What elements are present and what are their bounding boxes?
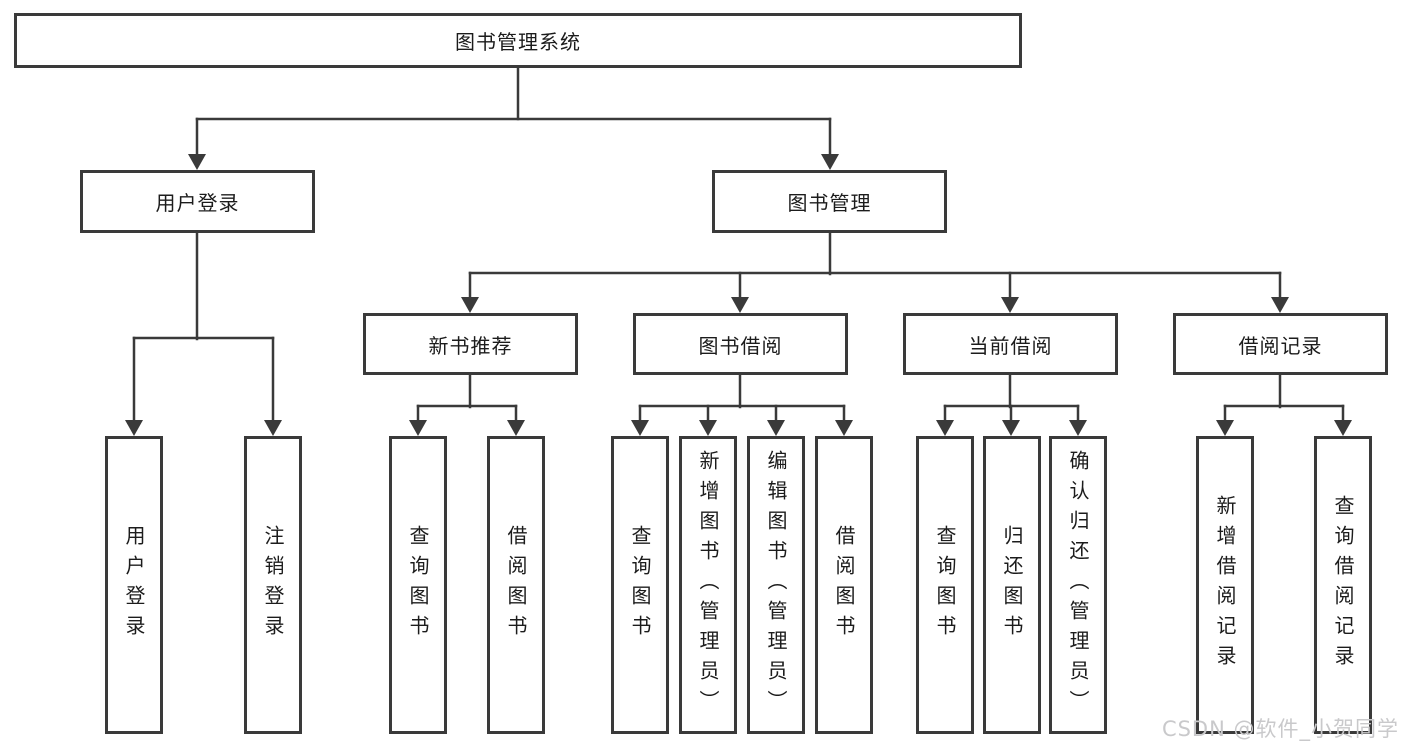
leaf-records-add-record: 新增借阅记录 (1196, 436, 1254, 734)
leaf-borrow-borrow-book: 借阅图书 (815, 436, 873, 734)
leaf-recommend-query-book: 查询图书 (389, 436, 447, 734)
leaf-recommend-borrow-book: 借阅图书 (487, 436, 545, 734)
connector-arrowheads (125, 154, 1352, 436)
leaf-current-return-book: 归还图书 (983, 436, 1041, 734)
leaf-logout: 注销登录 (244, 436, 302, 734)
node-book-borrow: 图书借阅 (633, 313, 848, 375)
node-current-borrow: 当前借阅 (903, 313, 1118, 375)
leaf-current-confirm-return-admin: 确认归还（管理员） (1049, 436, 1107, 734)
node-user-login-module: 用户登录 (80, 170, 315, 233)
csdn-watermark: CSDN @软件_小贺同学 (1161, 717, 1399, 741)
node-book-management-module: 图书管理 (712, 170, 947, 233)
leaf-borrow-edit-book-admin: 编辑图书（管理员） (747, 436, 805, 734)
leaf-current-query-book: 查询图书 (916, 436, 974, 734)
connector-stems (132, 66, 1345, 424)
leaf-user-login: 用户登录 (105, 436, 163, 734)
node-root-system: 图书管理系统 (14, 13, 1022, 68)
leaf-records-query-record: 查询借阅记录 (1314, 436, 1372, 734)
leaf-borrow-query-book: 查询图书 (611, 436, 669, 734)
node-borrow-records: 借阅记录 (1173, 313, 1388, 375)
node-new-book-recommend: 新书推荐 (363, 313, 578, 375)
leaf-borrow-add-book-admin: 新增图书（管理员） (679, 436, 737, 734)
